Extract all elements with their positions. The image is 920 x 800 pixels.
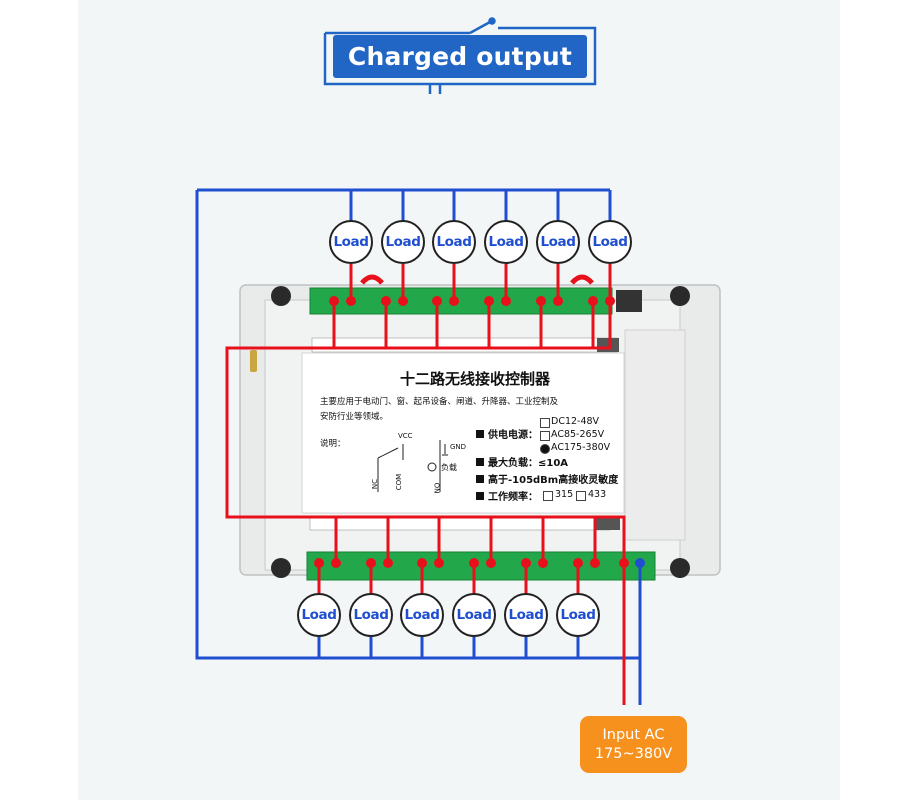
input-ac-line1: Input AC [602, 726, 665, 743]
vcc-label: VCC [398, 432, 413, 440]
freq-option-2: 433 [588, 489, 607, 500]
load-bottom-5: Load [504, 593, 548, 637]
bottom-common-dot-2 [383, 558, 393, 568]
power-neutral-dot [635, 558, 645, 568]
power-live-dot [619, 558, 629, 568]
nc-label: NC [371, 478, 380, 490]
bottom-terminal-dot-3 [417, 558, 427, 568]
board-description-line1: 主要应用于电动门、窗、起吊设备、闸道、升降器、工业控制及 [320, 397, 559, 407]
top-common-dot-1 [329, 296, 339, 306]
power-option-3: AC175-380V [551, 442, 611, 453]
power-option-1: DC12-48V [551, 416, 600, 427]
input-ac-box: Input AC 175~380V [580, 716, 687, 773]
no-label: NO [433, 482, 442, 494]
terminal-dots [314, 296, 645, 568]
board-title: 十二路无线接收控制器 [400, 370, 551, 388]
freq-option-box-1 [543, 491, 553, 501]
power-option-box-3 [540, 444, 550, 454]
power-option-box-1 [540, 418, 550, 428]
load-top-2: Load [381, 220, 425, 264]
board-description-line2: 安防行业等领域。 [320, 412, 389, 422]
top-common-dot-3 [432, 296, 442, 306]
top-common-dot-5 [536, 296, 546, 306]
bottom-terminal-dot-5 [521, 558, 531, 568]
bottom-common-dot-6 [590, 558, 600, 568]
input-ac-line2: 175~380V [594, 745, 673, 762]
gnd-label: GND [450, 443, 467, 451]
charged-output-title: Charged output [333, 35, 587, 78]
bottom-common-dot-1 [331, 558, 341, 568]
bottom-common-dot-3 [434, 558, 444, 568]
power-option-box-2 [540, 431, 550, 441]
bottom-terminal-dot-2 [366, 558, 376, 568]
power-option-2: AC85-265V [551, 429, 605, 440]
load-top-4: Load [484, 220, 528, 264]
live-loop [225, 300, 626, 560]
bottom-common-dot-5 [538, 558, 548, 568]
bottom-terminal-dot-6 [573, 558, 583, 568]
load-cn-label: 负载 [441, 463, 457, 472]
load-bottom-3: Load [400, 593, 444, 637]
freq-option-1: 315 [555, 489, 574, 500]
load-top-6: Load [588, 220, 632, 264]
bottom-common-dot-4 [486, 558, 496, 568]
top-terminal-dot-5 [553, 296, 563, 306]
freq-option-box-2 [576, 491, 586, 501]
load-top-1: Load [329, 220, 373, 264]
board-note-label: 说明： [320, 439, 346, 449]
frequency-label: 工作频率： [488, 492, 538, 503]
bottom-load-wiring [317, 517, 597, 658]
header-frame [323, 17, 597, 94]
top-common-dot-6 [588, 296, 598, 306]
load-top-5: Load [536, 220, 580, 264]
top-terminal-dot-3 [449, 296, 459, 306]
controller-module [239, 274, 721, 581]
load-bottom-1: Load [297, 593, 341, 637]
top-load-wiring [332, 190, 612, 348]
bottom-terminal-dot-4 [469, 558, 479, 568]
load-bottom-2: Load [349, 593, 393, 637]
top-common-dot-2 [381, 296, 391, 306]
top-terminal-dot-4 [501, 296, 511, 306]
spec-bullet-3 [476, 475, 484, 483]
load-bottom-6: Load [556, 593, 600, 637]
load-bottom-4: Load [452, 593, 496, 637]
sensitivity-label: 高于-105dBm高接收灵敏度 [488, 475, 619, 486]
neutral-loop-bottom [195, 190, 640, 660]
power-supply-label: 供电电源： [488, 430, 538, 441]
spec-bullet-2 [476, 458, 484, 466]
com-label: COM [395, 473, 404, 491]
bottom-terminal-dot-1 [314, 558, 324, 568]
spec-bullet-1 [476, 430, 484, 438]
top-terminal-dot-6 [605, 296, 615, 306]
main-wiring [195, 188, 642, 705]
spec-bullet-4 [476, 492, 484, 500]
max-load-label: 最大负载：≤10A [488, 458, 569, 469]
load-top-3: Load [432, 220, 476, 264]
top-terminal-dot-2 [398, 296, 408, 306]
top-common-dot-4 [484, 296, 494, 306]
top-terminal-dot-1 [346, 296, 356, 306]
